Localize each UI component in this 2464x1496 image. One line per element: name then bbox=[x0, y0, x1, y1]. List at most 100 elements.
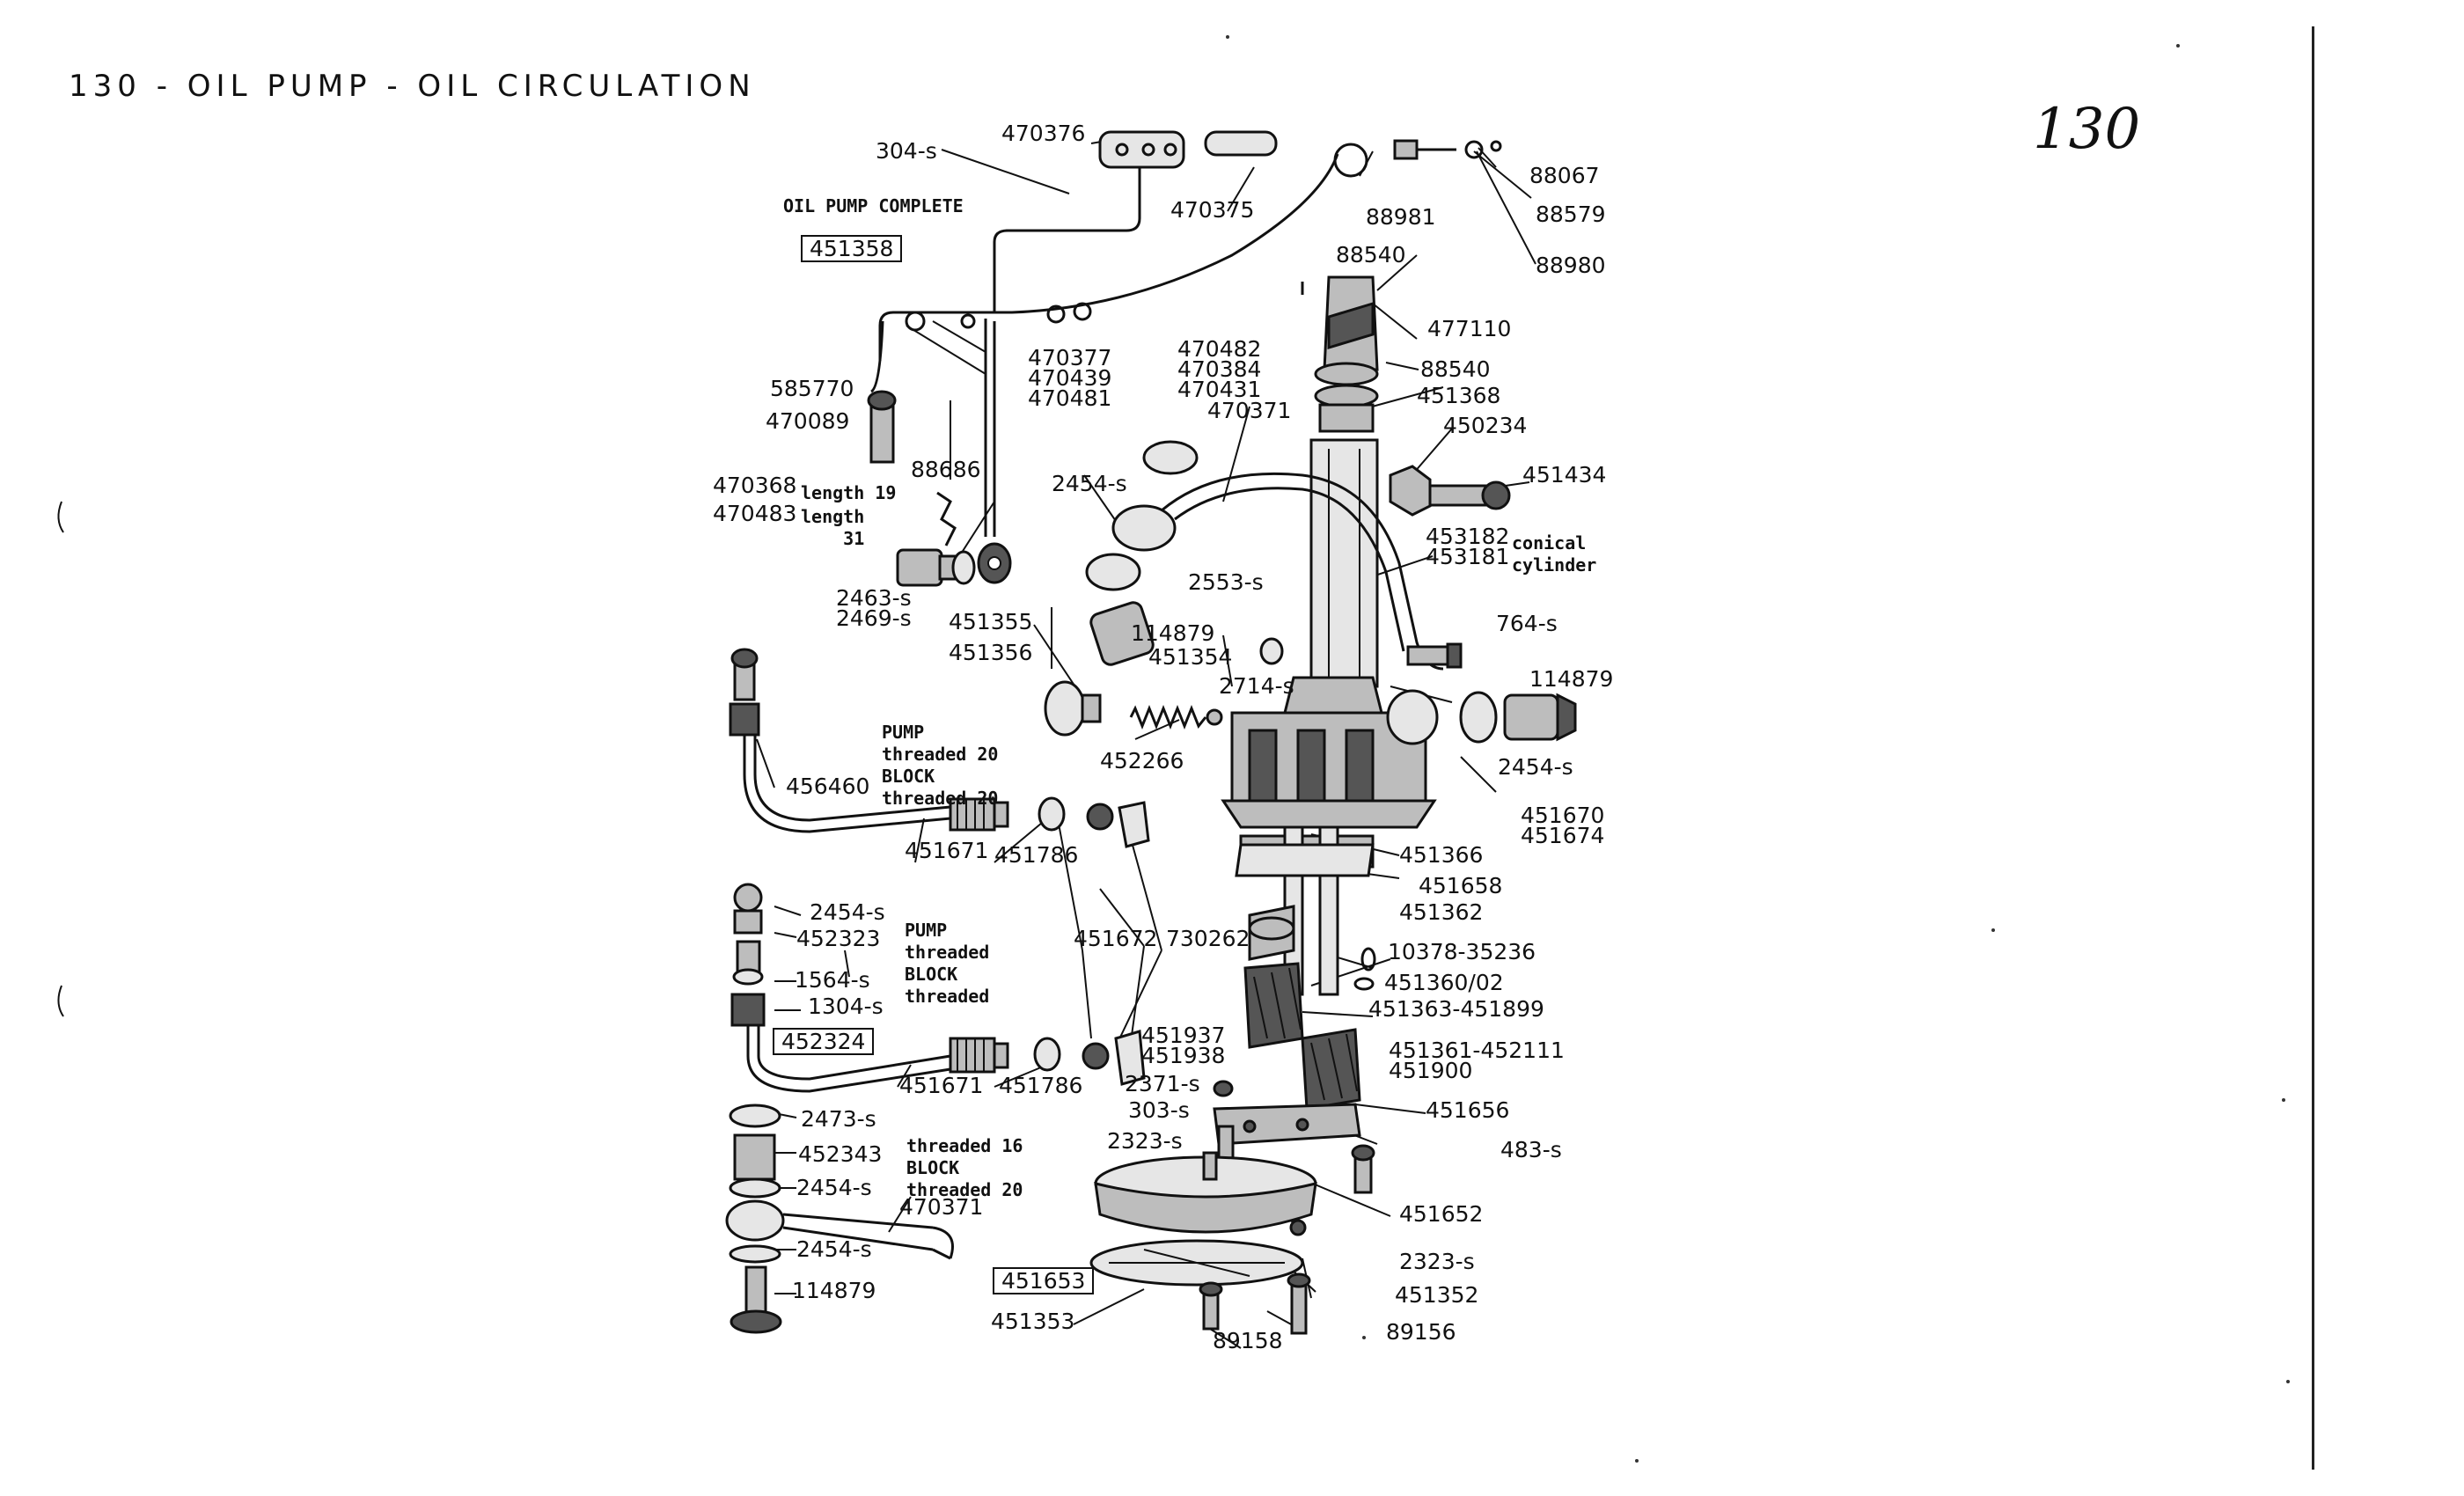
part-label: 2454-s bbox=[1052, 471, 1127, 496]
part-label: 89156 bbox=[1386, 1319, 1456, 1345]
part-label: 451360/02 bbox=[1384, 970, 1504, 995]
part-label: 451786 bbox=[994, 842, 1079, 868]
part-label: 451937 451938 bbox=[1141, 1023, 1226, 1068]
note-oil-pump-complete: OIL PUMP COMPLETE bbox=[783, 195, 964, 216]
part-label: 2714-s bbox=[1219, 673, 1294, 699]
part-label: 114879 bbox=[792, 1278, 876, 1303]
pump-drive-shaft bbox=[1301, 275, 1379, 688]
part-label: 470371 bbox=[1207, 398, 1292, 423]
plug-2371-s bbox=[1213, 1080, 1234, 1097]
part-label: 451366 bbox=[1399, 842, 1484, 868]
note-conical-cylinder: conical cylinder bbox=[1512, 532, 1597, 576]
part-label: 764-s bbox=[1496, 611, 1558, 636]
part-label: 452324 bbox=[773, 1028, 875, 1055]
part-label: 451355 bbox=[949, 609, 1033, 634]
fitting-585770 bbox=[867, 390, 897, 464]
clip-88686 bbox=[936, 491, 957, 546]
part-label: 451368 bbox=[1417, 383, 1501, 408]
part-label: 2454-s bbox=[796, 1175, 872, 1200]
part-label: 456460 bbox=[786, 774, 870, 799]
part-label: 470375 bbox=[1170, 197, 1255, 223]
banjo-bracket-470376 bbox=[1098, 130, 1278, 169]
oil-feed-pipe-470371 bbox=[1085, 440, 1444, 671]
part-label: 451671 bbox=[899, 1073, 984, 1098]
gear-451361 bbox=[1301, 1028, 1361, 1111]
part-label: 88981 bbox=[1366, 204, 1436, 230]
part-label: 470368 bbox=[713, 473, 797, 498]
strainer-451652 bbox=[1094, 1155, 1317, 1234]
part-label: 2454-s bbox=[796, 1236, 872, 1262]
part-label: 470376 bbox=[1001, 121, 1086, 146]
note-length-19: length 19 bbox=[801, 482, 897, 503]
banjo-114879-right bbox=[1386, 689, 1577, 745]
part-label: 585770 bbox=[770, 376, 854, 401]
part-label: 2371-s bbox=[1125, 1071, 1200, 1096]
note-length-31: length 31 bbox=[801, 506, 865, 549]
part-label: 2473-s bbox=[801, 1106, 876, 1132]
part-label: 451354 bbox=[1148, 644, 1233, 670]
part-label: 2463-s 2469-s bbox=[836, 585, 912, 631]
part-label: 451434 bbox=[1522, 462, 1607, 488]
part-label: 2323-s bbox=[1399, 1249, 1475, 1274]
screw-2323-s bbox=[1202, 1151, 1307, 1236]
part-label: 452323 bbox=[796, 926, 881, 951]
pump-cover-451656 bbox=[1213, 1103, 1361, 1146]
part-label: 1564-s bbox=[795, 967, 870, 993]
oil-line-452324 bbox=[730, 883, 1146, 1093]
note-pump-threaded-20: PUMP threaded 20 BLOCK threaded 20 bbox=[882, 722, 999, 809]
part-label: 470089 bbox=[766, 408, 850, 434]
part-label: 451356 bbox=[949, 640, 1033, 665]
part-label: 452266 bbox=[1100, 748, 1184, 774]
part-label: 452343 bbox=[798, 1141, 883, 1167]
bolt-451434 bbox=[1428, 480, 1511, 510]
part-label: 451671 bbox=[905, 838, 989, 863]
part-label: 470483 bbox=[713, 501, 797, 526]
part-label: 89158 bbox=[1213, 1328, 1283, 1353]
part-label: 451786 bbox=[999, 1073, 1083, 1098]
oil-line-456460 bbox=[729, 648, 1150, 848]
part-label: 451670 451674 bbox=[1521, 803, 1605, 848]
gear-451363 bbox=[1243, 962, 1304, 1049]
part-label: 451362 bbox=[1399, 899, 1484, 925]
nut-450234 bbox=[1389, 465, 1432, 517]
page-margin-line bbox=[2312, 26, 2314, 1470]
part-label: 114879 bbox=[1529, 666, 1614, 692]
gasket-451366 bbox=[1235, 843, 1375, 877]
pin-10378 bbox=[1353, 947, 1376, 991]
part-label: 451361-452111 451900 bbox=[1389, 1038, 1565, 1083]
handwritten-page-number: 130 bbox=[2033, 97, 2141, 162]
strainer-gauze-451653 bbox=[1089, 1239, 1304, 1287]
note-threaded-16-block-20: threaded 16 BLOCK threaded 20 bbox=[906, 1135, 1023, 1200]
part-label: 470482 470384 470431 bbox=[1177, 336, 1262, 402]
part-label: 2454-s bbox=[1498, 754, 1573, 780]
part-label: 451363-451899 bbox=[1368, 996, 1544, 1022]
union-top bbox=[1393, 139, 1502, 160]
oil-pipe-main bbox=[870, 143, 1368, 537]
part-label: 88686 bbox=[911, 457, 981, 482]
part-label: 470371 bbox=[899, 1194, 984, 1220]
note-pump-threaded-blank: PUMP threaded BLOCK threaded bbox=[905, 920, 990, 1007]
part-label: 2454-s bbox=[810, 899, 885, 925]
part-label: 451352 bbox=[1395, 1282, 1479, 1308]
bolt-764-s bbox=[1406, 642, 1463, 669]
part-label: 1304-s bbox=[808, 994, 884, 1019]
part-label: 303-s bbox=[1128, 1097, 1190, 1123]
part-label: 88067 bbox=[1529, 163, 1600, 188]
part-label: 451672 bbox=[1074, 926, 1158, 951]
part-label: 2553-s bbox=[1188, 569, 1264, 595]
part-label: 451658 bbox=[1419, 873, 1503, 898]
part-label: 451358 bbox=[801, 235, 903, 262]
part-label: 470377 470439 470481 bbox=[1028, 345, 1112, 411]
bolt-483-s bbox=[1351, 1144, 1375, 1194]
part-label: 88980 bbox=[1536, 253, 1606, 278]
page-heading: 130 - OIL PUMP - OIL CIRCULATION bbox=[69, 69, 756, 104]
banjo-bolt-470368 bbox=[896, 548, 976, 587]
elbow-pipe-left bbox=[977, 321, 1012, 584]
part-label: 483-s bbox=[1500, 1137, 1562, 1162]
part-label: 88540 bbox=[1336, 242, 1406, 268]
part-label: 10378-35236 bbox=[1388, 939, 1536, 964]
part-label: 450234 bbox=[1443, 413, 1528, 438]
scan-specks bbox=[57, 35, 2290, 1463]
part-label: 451653 bbox=[993, 1267, 1095, 1294]
